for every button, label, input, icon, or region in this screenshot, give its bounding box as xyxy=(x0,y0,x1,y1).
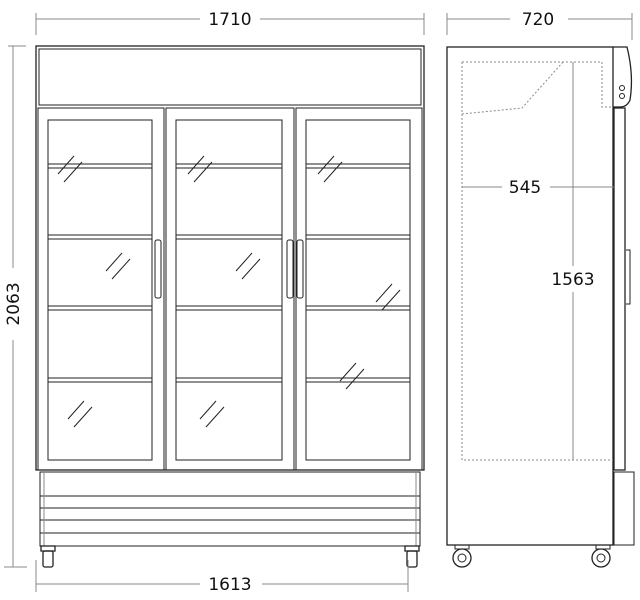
base-grille xyxy=(39,471,421,547)
depth-label: 720 xyxy=(522,10,554,30)
shelf xyxy=(306,234,410,240)
glass-reflection-mark xyxy=(57,155,83,183)
interior-height-label: 1563 xyxy=(551,270,594,290)
shelf xyxy=(176,234,282,240)
side-caster-front xyxy=(452,544,472,568)
dimension-interior-height: 1563 xyxy=(551,62,595,460)
glass-reflection-mark xyxy=(187,155,213,183)
glass-reflection-mark xyxy=(67,400,93,428)
dimension-depth: 720 xyxy=(446,10,633,40)
shelf xyxy=(48,234,152,240)
shelf xyxy=(176,305,282,311)
interior-outline xyxy=(461,61,613,461)
glass-reflection-mark xyxy=(199,400,225,428)
glass-reflection-mark xyxy=(375,283,401,311)
side-base-panel xyxy=(613,471,635,546)
front-view xyxy=(35,45,425,568)
dimension-wheelbase: 1613 xyxy=(35,560,409,595)
shelf xyxy=(306,163,410,169)
control-knob xyxy=(619,93,625,99)
door-frame xyxy=(165,107,295,471)
door-glass xyxy=(175,119,283,461)
side-handle xyxy=(626,249,631,305)
door-3[interactable] xyxy=(295,107,423,471)
interior-depth-label: 545 xyxy=(509,178,541,198)
side-canopy xyxy=(613,46,633,108)
side-cabinet-outline xyxy=(446,46,614,546)
width-label: 1710 xyxy=(208,10,251,30)
glass-reflection-mark xyxy=(339,362,365,390)
side-door-profile xyxy=(613,107,626,471)
shelf xyxy=(48,305,152,311)
shelf xyxy=(306,377,410,383)
dimension-interior-depth: 545 xyxy=(462,178,614,198)
door-glass xyxy=(305,119,411,461)
shelf xyxy=(176,163,282,169)
wheelbase-label: 1613 xyxy=(208,575,251,595)
height-label: 2063 xyxy=(4,282,24,325)
dimension-width: 1710 xyxy=(35,10,425,35)
front-caster-left xyxy=(40,545,56,568)
door-frame xyxy=(37,107,165,471)
door-handle[interactable] xyxy=(296,239,304,299)
cabinet-outline xyxy=(35,45,425,471)
top-canopy-panel xyxy=(38,48,422,106)
door-handle[interactable] xyxy=(154,239,162,299)
glass-reflection-mark xyxy=(235,252,261,280)
shelf xyxy=(48,163,152,169)
glass-reflection-mark xyxy=(317,155,343,183)
side-view xyxy=(446,46,635,568)
door-frame xyxy=(295,107,423,471)
front-caster-right xyxy=(404,545,420,568)
door-handle[interactable] xyxy=(286,239,294,299)
dimension-height: 2063 xyxy=(4,45,27,568)
side-caster-rear xyxy=(591,544,611,568)
shelf xyxy=(306,305,410,311)
control-knob xyxy=(619,85,625,91)
shelf xyxy=(176,377,282,383)
shelf xyxy=(48,377,152,383)
glass-reflection-mark xyxy=(105,252,131,280)
door-1[interactable] xyxy=(37,107,165,471)
door-glass xyxy=(47,119,153,461)
door-2[interactable] xyxy=(165,107,295,471)
